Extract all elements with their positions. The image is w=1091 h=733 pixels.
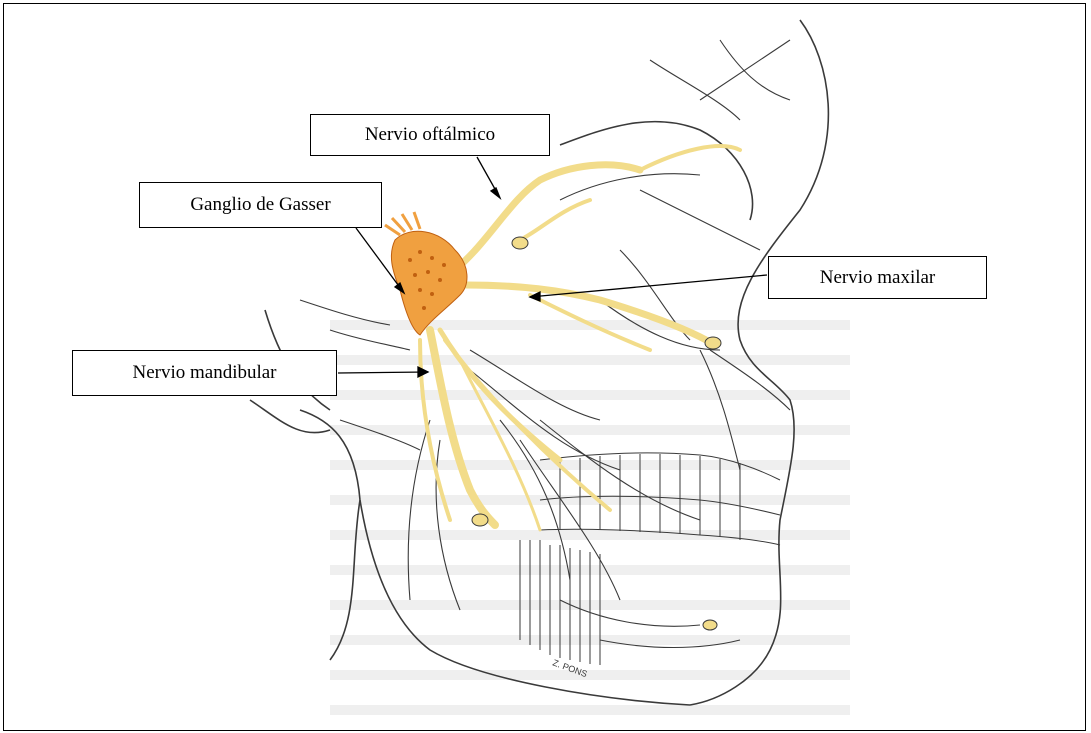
- teeth-rows: [520, 453, 780, 665]
- label-mandibular-nerve: Nervio mandibular: [72, 350, 337, 396]
- label-gasser-ganglion: Ganglio de Gasser: [139, 182, 382, 228]
- gasser-ganglion: [385, 212, 467, 335]
- label-ophthalmic-nerve: Nervio oftálmico: [310, 114, 550, 156]
- label-maxillary-nerve: Nervio maxilar: [768, 256, 987, 299]
